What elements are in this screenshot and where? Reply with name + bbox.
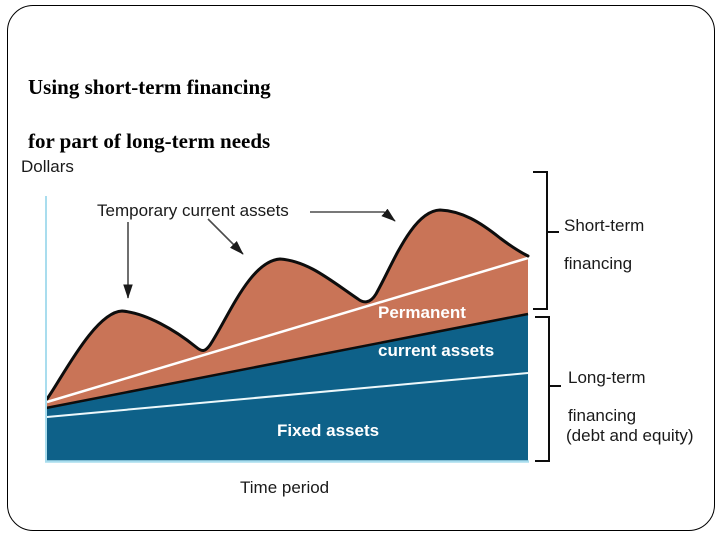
short-term-bracket bbox=[533, 171, 559, 310]
short-term-label-line1: Short-term bbox=[564, 216, 645, 235]
permanent-fixed-boundary-line bbox=[45, 312, 529, 410]
long-term-financing-line bbox=[46, 256, 529, 404]
arrow-to-second-hump bbox=[207, 218, 244, 255]
total-assets-wavy-outline bbox=[45, 208, 530, 401]
fixed-assets-label: Fixed assets bbox=[277, 421, 380, 440]
arrow-to-third-hump bbox=[310, 208, 396, 222]
slide-title-line2: for part of long-term needs bbox=[28, 129, 271, 153]
y-axis-label: Dollars bbox=[21, 157, 74, 176]
long-term-label-line1: Long-term bbox=[568, 368, 646, 387]
permanent-current-assets-label: Permanent current assets bbox=[378, 303, 494, 360]
fixed-assets-area bbox=[47, 313, 528, 461]
long-term-financing-label: Long-term financing bbox=[568, 368, 645, 425]
current-assets-area bbox=[47, 210, 528, 407]
permanent-label-line2: current assets bbox=[378, 341, 495, 360]
debt-and-equity-note: (debt and equity) bbox=[566, 426, 694, 445]
long-term-label-line2: financing bbox=[568, 406, 637, 425]
temporary-current-assets-label: Temporary current assets bbox=[97, 201, 289, 220]
fixed-assets-divider-line bbox=[46, 372, 529, 418]
slide-title: Using short-term financing for part of l… bbox=[28, 74, 271, 155]
permanent-label-line1: Permanent bbox=[378, 303, 466, 322]
x-axis-label: Time period bbox=[240, 478, 330, 497]
short-term-financing-label: Short-term financing bbox=[564, 216, 644, 273]
short-term-label-line2: financing bbox=[564, 254, 633, 273]
long-term-bracket bbox=[535, 316, 561, 462]
slide-title-line1: Using short-term financing bbox=[28, 75, 271, 99]
